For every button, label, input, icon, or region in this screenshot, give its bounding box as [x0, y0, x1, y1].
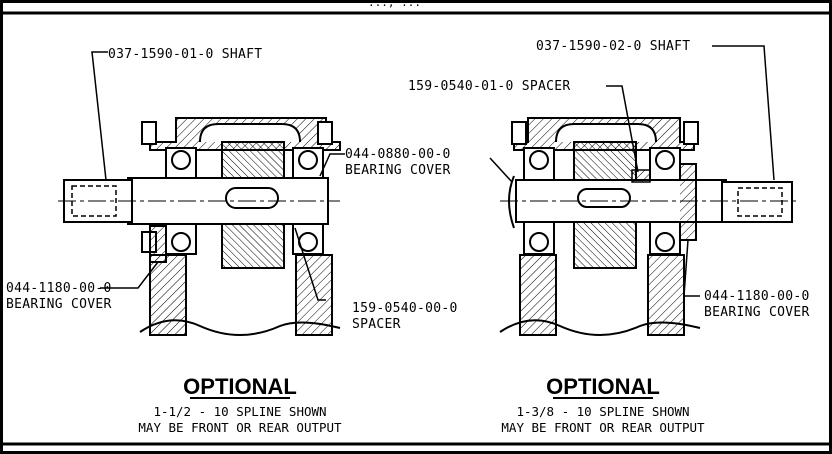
left-spacer-label-line1: 159-0540-00-0 [352, 301, 458, 316]
right-spline-teeth [737, 187, 783, 217]
left-cover-top-leader [319, 153, 345, 177]
left-bolt-1 [141, 121, 157, 145]
left-shaft-keyway [225, 187, 279, 209]
left-break-line [139, 319, 341, 336]
right-bearing-ball-4 [655, 232, 675, 252]
right-side-bearing-ball-top [298, 150, 318, 170]
right-heading: OPTIONAL [546, 374, 660, 399]
right-bolt-2 [683, 121, 699, 145]
right-shaft-keyway [577, 188, 631, 208]
left-cover-bottom-leader [100, 261, 159, 289]
right-spacer [631, 169, 651, 183]
right-cover-label-line2: BEARING COVER [704, 305, 810, 320]
left-bearing-ball-bottom [171, 232, 191, 252]
right-break-line [499, 319, 701, 336]
left-bearing-cover [149, 225, 167, 263]
left-caption-line1: 1-1/2 - 10 SPLINE SHOWN [153, 404, 326, 419]
right-caption-line1: 1-3/8 - 10 SPLINE SHOWN [516, 404, 689, 419]
left-shaft-label: 037-1590-01-0 SHAFT [108, 47, 262, 62]
right-shaft-label: 037-1590-02-0 SHAFT [536, 39, 690, 54]
left-spacer-leader [294, 227, 326, 301]
right-bearing-ball-2 [529, 232, 549, 252]
left-cover-bottom-label-line2: BEARING COVER [6, 297, 112, 312]
right-bearing-ball-3 [655, 150, 675, 170]
right-assembly: 037-1590-02-0 SHAFT 159-0540-01-0 SPACER… [408, 39, 810, 435]
right-cover-label-line1: 044-1180-00-0 [704, 289, 810, 304]
right-seal [680, 163, 697, 241]
right-spacer-leader [606, 85, 639, 173]
left-caption-line2: MAY BE FRONT OR REAR OUTPUT [138, 420, 342, 435]
left-bolt-2 [317, 121, 333, 145]
left-spacer-label-line2: SPACER [352, 317, 401, 332]
right-housing-arch [555, 123, 657, 143]
left-cover-top-label-line1: 044-0880-00-0 [345, 147, 451, 162]
right-spacer-label: 159-0540-01-0 SPACER [408, 79, 571, 94]
right-cover-curve [508, 175, 515, 229]
right-shaft-leader [712, 45, 775, 181]
right-caption-line2: MAY BE FRONT OR REAR OUTPUT [501, 420, 705, 435]
right-bearing-ball-1 [529, 150, 549, 170]
left-housing-arch [199, 123, 301, 143]
left-heading: OPTIONAL [183, 374, 297, 399]
left-bearing-ball-top [171, 150, 191, 170]
left-shaft-leader [91, 51, 108, 181]
right-cover-leader [683, 239, 700, 297]
header-partial-text: ..., ... [368, 0, 421, 9]
right-bolt-1 [511, 121, 527, 145]
left-cover-top-leader-right [489, 157, 513, 183]
left-cover-bottom-label-line1: 044-1180-00-0 [6, 281, 112, 296]
left-cover-top-label-line2: BEARING COVER [345, 163, 451, 178]
left-assembly: 037-1590-01-0 SHAFT 044-0880-00-0 BEARIN… [6, 47, 458, 435]
